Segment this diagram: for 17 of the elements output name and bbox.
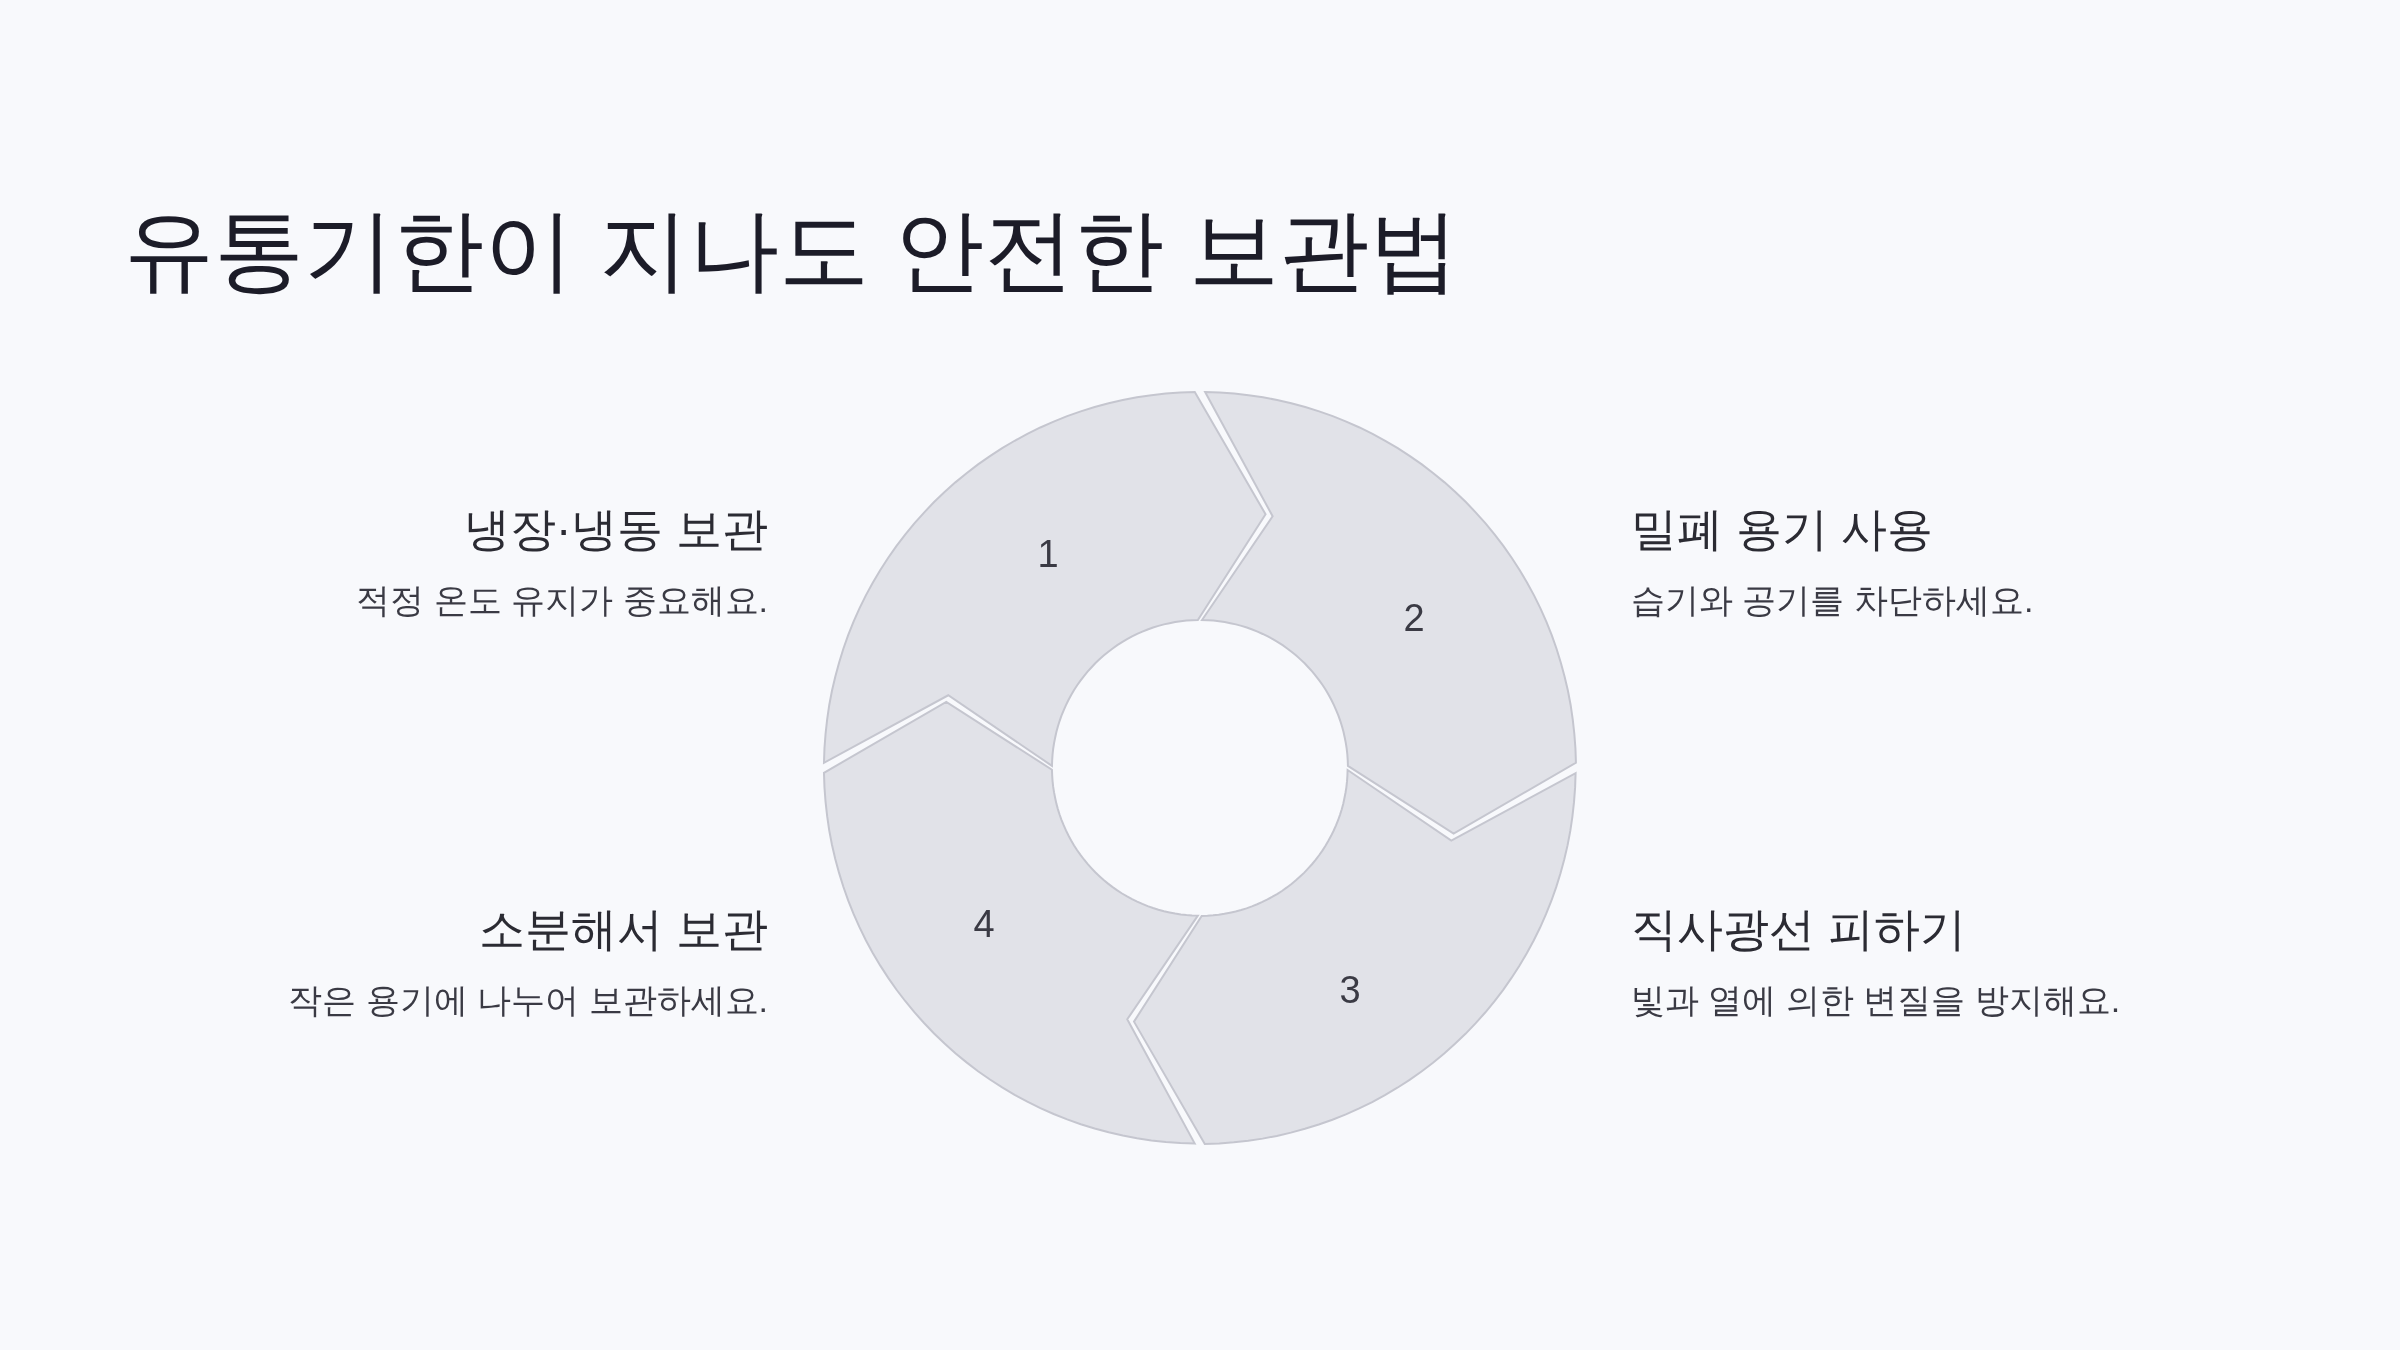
step-description: 습기와 공기를 차단하세요. [1631,580,2034,621]
step-heading: 밀폐 용기 사용 [1631,502,1933,557]
step-heading: 직사광선 피하기 [1631,902,1966,957]
step-number: 2 [1402,596,1426,641]
arrow-segment [1200,390,1578,836]
step-description: 빛과 열에 의한 변질을 방지해요. [1631,980,2121,1021]
step-number: 1 [1036,532,1060,577]
step-number: 3 [1338,968,1362,1013]
step-description: 작은 용기에 나누어 보관하세요. [288,980,768,1021]
arrow-segment [822,700,1200,1146]
title: 유통기한이 지나도 안전한 보관법 [124,199,1459,302]
step-heading: 냉장·냉동 보관 [463,502,768,557]
arrow-segment [1132,768,1578,1146]
arrow-segment [822,390,1268,768]
step-description: 적정 온도 유지가 중요해요. [356,580,768,621]
step-number: 4 [972,902,996,947]
step-heading: 소분해서 보관 [479,902,768,957]
